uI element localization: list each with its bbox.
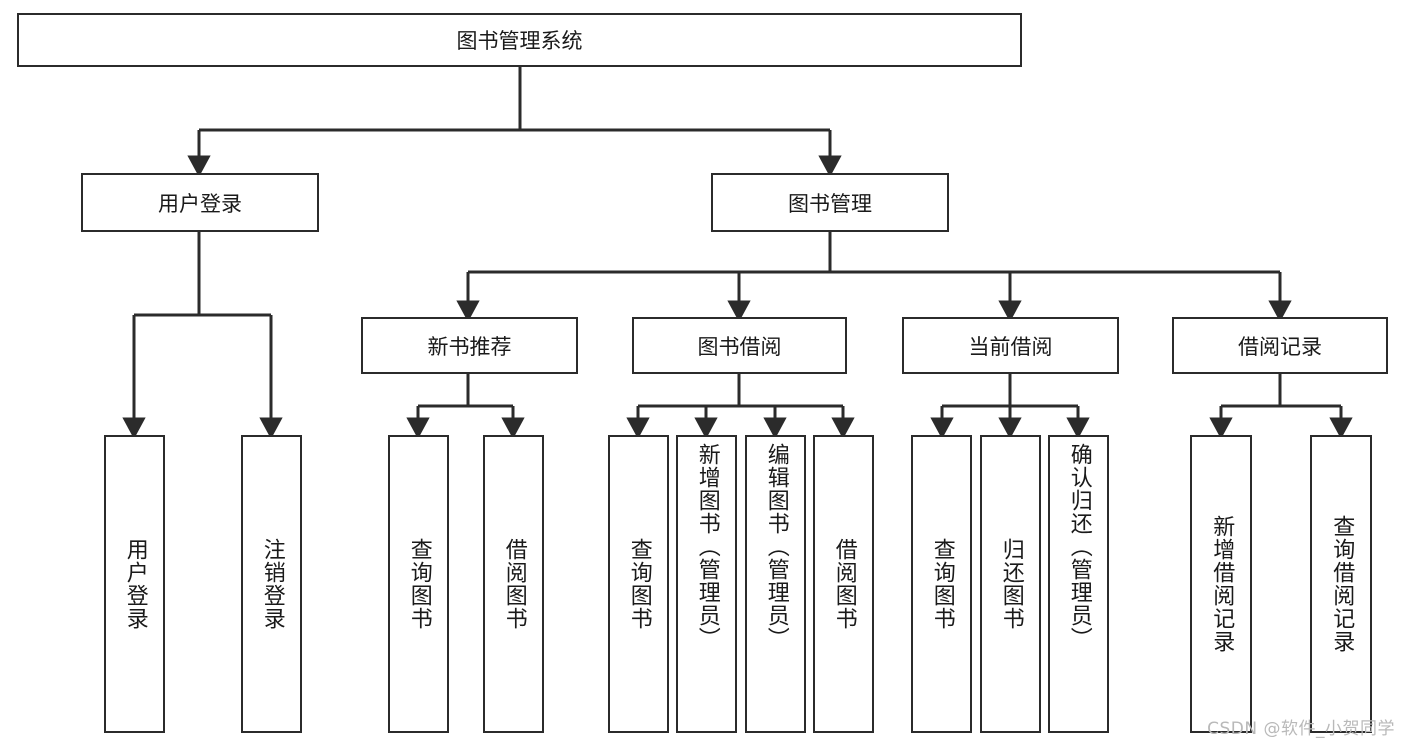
csdn-watermark: CSDN @软件_小贺同学 <box>1207 719 1395 739</box>
node-label: 用户登录 <box>158 191 242 216</box>
leaf-return-book[interactable]: 归还图书 <box>980 435 1041 733</box>
node-label: 借阅图书 <box>831 538 857 630</box>
node-label: 查询图书 <box>406 538 432 630</box>
node-label: 图书管理系统 <box>456 29 583 53</box>
node-label: 注销登录 <box>259 538 285 630</box>
node-label: 归还图书 <box>998 538 1024 630</box>
node-label: 当前借阅 <box>968 334 1053 359</box>
leaf-confirm-return-admin[interactable]: 确认归还（管理员） <box>1048 435 1109 733</box>
node-label: 编辑图书（管理员） <box>763 443 789 650</box>
leaf-query-book-recommend[interactable]: 查询图书 <box>388 435 449 733</box>
node-label: 借阅记录 <box>1238 334 1322 359</box>
leaf-edit-book-admin[interactable]: 编辑图书（管理员） <box>745 435 806 733</box>
node-label: 借阅图书 <box>501 538 527 630</box>
leaf-query-borrow-record[interactable]: 查询借阅记录 <box>1310 435 1372 733</box>
node-label: 图书管理 <box>788 191 872 216</box>
node-label: 查询图书 <box>929 538 955 630</box>
node-book-borrow[interactable]: 图书借阅 <box>632 317 847 374</box>
leaf-borrow-book[interactable]: 借阅图书 <box>813 435 874 733</box>
leaf-query-book-current[interactable]: 查询图书 <box>911 435 972 733</box>
leaf-borrow-book-recommend[interactable]: 借阅图书 <box>483 435 544 733</box>
leaf-add-borrow-record[interactable]: 新增借阅记录 <box>1190 435 1252 733</box>
node-label: 新增借阅记录 <box>1209 515 1235 653</box>
node-root-system[interactable]: 图书管理系统 <box>17 13 1022 67</box>
leaf-logout[interactable]: 注销登录 <box>241 435 302 733</box>
node-label: 查询图书 <box>626 538 652 630</box>
node-label: 查询借阅记录 <box>1329 515 1355 653</box>
node-new-book-recommend[interactable]: 新书推荐 <box>361 317 578 374</box>
node-label: 新增图书（管理员） <box>694 443 720 650</box>
node-label: 用户登录 <box>122 538 148 630</box>
node-user-login[interactable]: 用户登录 <box>81 173 319 232</box>
leaf-add-book-admin[interactable]: 新增图书（管理员） <box>676 435 737 733</box>
node-book-management[interactable]: 图书管理 <box>711 173 949 232</box>
node-current-borrow[interactable]: 当前借阅 <box>902 317 1119 374</box>
node-borrow-record[interactable]: 借阅记录 <box>1172 317 1388 374</box>
leaf-user-login[interactable]: 用户登录 <box>104 435 165 733</box>
leaf-query-book-borrow[interactable]: 查询图书 <box>608 435 669 733</box>
node-label: 新书推荐 <box>427 334 512 359</box>
node-label: 图书借阅 <box>697 334 782 359</box>
node-label: 确认归还（管理员） <box>1066 443 1092 650</box>
